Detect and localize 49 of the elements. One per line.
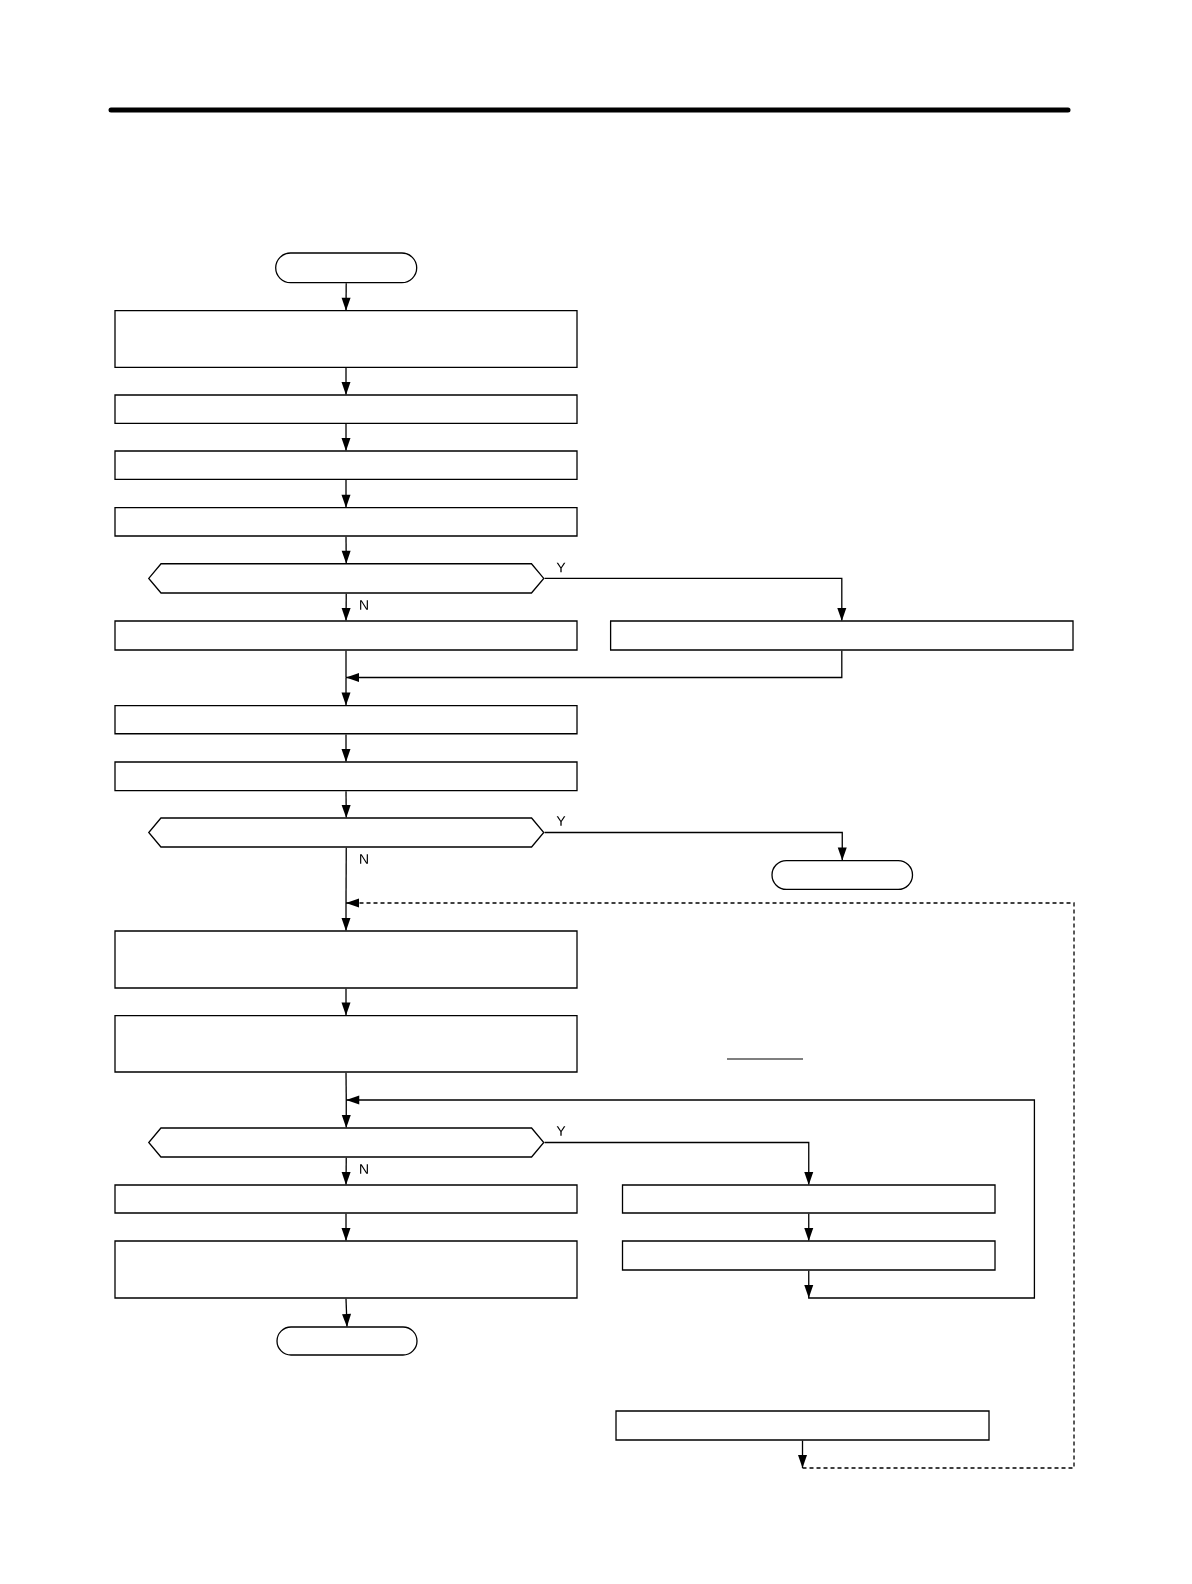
arrow	[543, 1141, 814, 1185]
arrow	[345, 650, 843, 682]
process-box	[114, 1240, 578, 1299]
rounded-box	[276, 1326, 418, 1356]
process-box	[114, 394, 578, 424]
arrow	[341, 367, 351, 395]
process-box	[114, 507, 578, 537]
decision-hexagon	[147, 1127, 545, 1158]
process-box	[114, 761, 578, 792]
arrow	[341, 536, 351, 564]
process-box	[621, 1240, 996, 1271]
arrow	[341, 790, 351, 818]
arrow	[341, 1213, 351, 1241]
arrow	[341, 479, 351, 508]
decision-hexagon	[147, 817, 545, 848]
arrow	[804, 1213, 814, 1241]
edge-label: Y	[555, 815, 567, 827]
rounded-box	[275, 252, 418, 284]
process-box	[615, 1410, 990, 1441]
process-box	[114, 1014, 578, 1073]
edge-label: N	[357, 1163, 371, 1175]
arrow	[341, 1157, 351, 1185]
process-box	[114, 1184, 578, 1214]
arrow	[342, 1298, 352, 1327]
arrow	[345, 1095, 1036, 1299]
edge-label: Y	[555, 561, 567, 574]
edge-label: Y	[555, 1125, 567, 1137]
arrow	[543, 831, 847, 861]
edge-label: N	[357, 853, 371, 865]
process-box	[114, 310, 578, 368]
arrow	[341, 988, 351, 1016]
rounded-box	[771, 859, 914, 891]
arrow	[341, 1099, 351, 1128]
decision-hexagon	[147, 563, 545, 594]
process-box	[609, 620, 1074, 651]
arrow	[345, 898, 1075, 1469]
process-box	[114, 930, 578, 989]
arrow	[341, 676, 351, 706]
arrow	[341, 733, 351, 762]
process-box	[114, 450, 578, 480]
process-box	[621, 1184, 996, 1214]
arrow	[341, 902, 351, 931]
arrow	[341, 282, 351, 311]
arrow	[543, 577, 847, 621]
arrow	[341, 593, 351, 621]
arrow	[341, 423, 351, 451]
edge-label: N	[357, 599, 371, 611]
process-box	[114, 620, 578, 651]
process-box	[114, 704, 578, 735]
